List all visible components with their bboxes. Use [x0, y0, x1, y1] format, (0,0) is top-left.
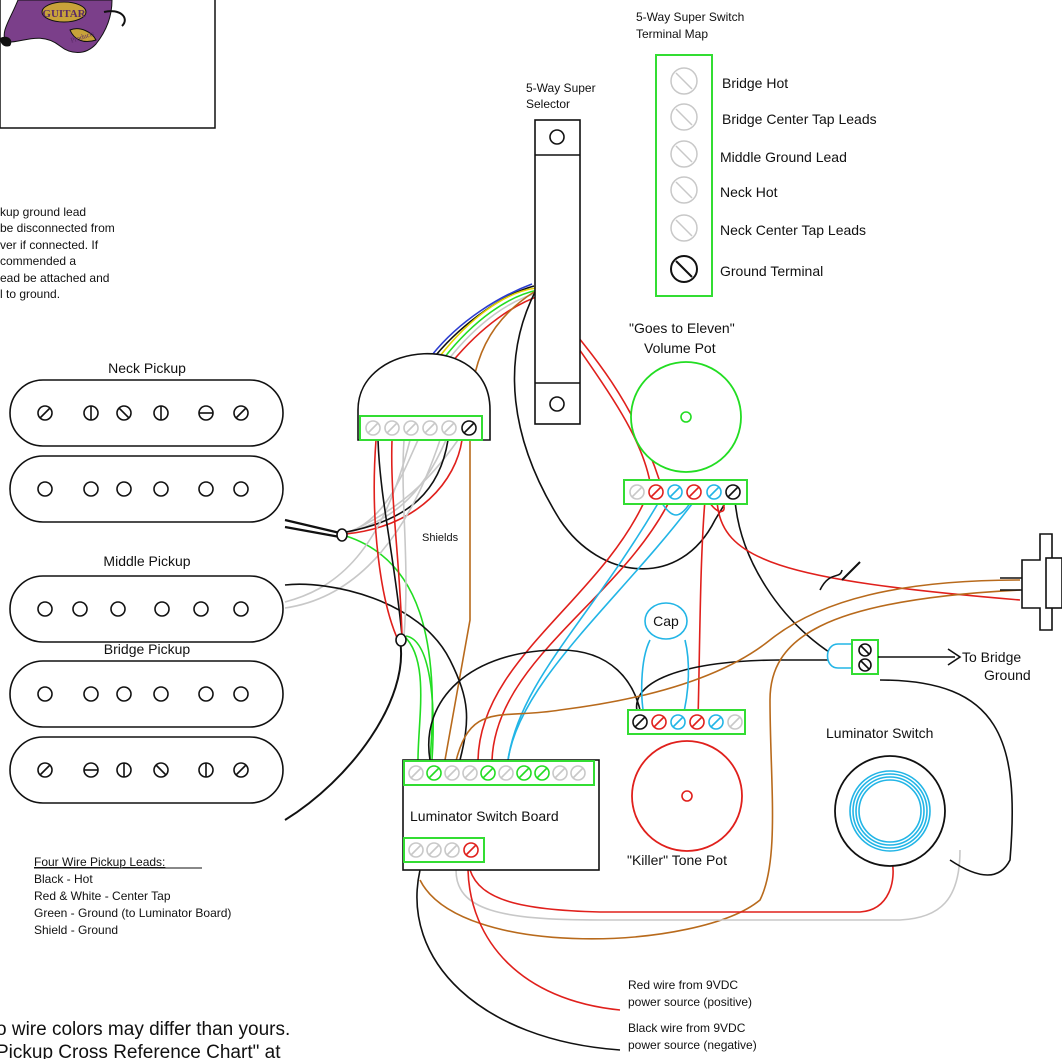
five-way-selector: 5-Way Super Selector: [526, 81, 596, 425]
note-line-4: commended a: [0, 254, 76, 268]
wire-collector: [357, 352, 491, 441]
power-red-2: power source (positive): [628, 995, 752, 1009]
arrow-right-icon: [947, 648, 962, 666]
board-label: Luminator Switch Board: [410, 808, 559, 824]
map-screw-2: [670, 103, 698, 131]
middle-pickup-label: Middle Pickup: [103, 553, 190, 569]
logo-icon: GUITAR Products: [0, 0, 126, 53]
legend-line-1: Black - Hot: [34, 872, 93, 886]
bottom-note: o wire colors may differ than yours. Pic…: [0, 1019, 290, 1059]
legend-line-4: Shield - Ground: [34, 923, 118, 937]
map-screw-5: [670, 214, 698, 242]
map-label-5: Neck Center Tap Leads: [720, 222, 866, 238]
neck-cable-end: [336, 528, 348, 542]
middle-pickup: Middle Pickup: [9, 553, 284, 643]
volume-pot-label-2: Volume Pot: [644, 340, 716, 356]
selector-label-1: 5-Way Super: [526, 81, 596, 95]
selector-body: [534, 119, 581, 425]
selector-mount-hole-bottom: [549, 396, 565, 412]
bridge-ground-label-2: Ground: [984, 667, 1031, 683]
logo-box: GUITAR Products: [0, 0, 216, 129]
luminator-switch: Luminator Switch: [826, 725, 946, 867]
logo-text-top: GUITAR: [42, 8, 86, 20]
terminal-map-title-2: Terminal Map: [636, 27, 708, 41]
power-black-2: power source (negative): [628, 1038, 757, 1052]
map-screw-6: [670, 255, 698, 283]
volume-pot-label-1: "Goes to Eleven": [629, 320, 735, 336]
map-screw-4: [670, 176, 698, 204]
bottom-note-line-2: Pickup Cross Reference Chart" at: [0, 1042, 281, 1059]
terminal-map: 5-Way Super Switch Terminal Map Bridge H…: [636, 10, 877, 297]
legend-title: Four Wire Pickup Leads:: [34, 855, 165, 869]
bridge-cable-end: [395, 633, 407, 647]
legend-line-3: Green - Ground (to Luminator Board): [34, 906, 231, 920]
luminator-switch-label: Luminator Switch: [826, 725, 933, 741]
bottom-note-line-1: o wire colors may differ than yours.: [0, 1019, 290, 1040]
output-jack: [1000, 533, 1062, 631]
tone-pot-label: "Killer" Tone Pot: [627, 852, 727, 868]
neck-pickup-label: Neck Pickup: [108, 360, 186, 376]
map-label-4: Neck Hot: [720, 184, 778, 200]
note-line-1: kup ground lead: [0, 205, 86, 219]
note-line-2: be disconnected from: [0, 221, 115, 235]
note-line-3: ver if connected. If: [0, 238, 99, 252]
pickup-lead-legend: Four Wire Pickup Leads: Black - Hot Red …: [34, 855, 231, 937]
note-line-6: l to ground.: [0, 287, 60, 301]
map-label-3: Middle Ground Lead: [720, 149, 847, 165]
terminal-map-title-1: 5-Way Super Switch: [636, 10, 744, 24]
power-black-1: Black wire from 9VDC: [628, 1021, 746, 1035]
power-red-1: Red wire from 9VDC: [628, 978, 738, 992]
volume-pot: "Goes to Eleven" Volume Pot: [623, 320, 748, 505]
map-screw-1: [670, 67, 698, 95]
cap-label: Cap: [653, 613, 679, 629]
note-line-5: ead be attached and: [0, 271, 109, 285]
map-label-1: Bridge Hot: [722, 75, 788, 91]
legend-line-2: Red & White - Center Tap: [34, 889, 171, 903]
map-label-2: Bridge Center Tap Leads: [722, 111, 877, 127]
power-labels: Red wire from 9VDC power source (positiv…: [628, 978, 757, 1052]
capacitor: Cap: [644, 602, 688, 640]
bridge-pickup: Bridge Pickup: [9, 641, 284, 804]
luminator-switch-board: Luminator Switch Board: [402, 759, 600, 871]
neck-pickup: Neck Pickup: [9, 360, 284, 523]
ground-note: kup ground lead be disconnected from ver…: [0, 205, 115, 301]
bridge-ground-connector: To Bridge Ground: [826, 639, 1031, 683]
shields-label: Shields: [422, 532, 459, 544]
bridge-pickup-label: Bridge Pickup: [104, 641, 191, 657]
selector-mount-hole-top: [549, 129, 565, 145]
bridge-ground-label-1: To Bridge: [962, 649, 1021, 665]
map-screw-3: [670, 140, 698, 168]
selector-label-2: Selector: [526, 97, 570, 111]
tone-pot: "Killer" Tone Pot: [627, 709, 746, 868]
map-label-6: Ground Terminal: [720, 263, 823, 279]
